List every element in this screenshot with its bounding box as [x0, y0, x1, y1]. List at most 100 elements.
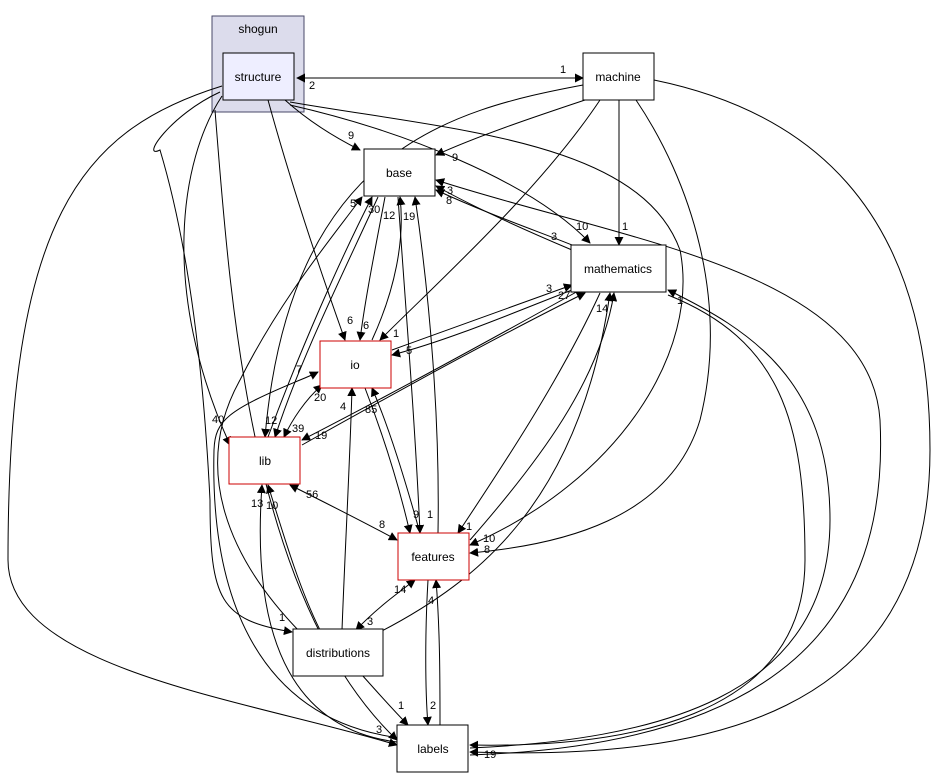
edge-label: 2	[309, 80, 315, 92]
edge-label: 10	[483, 533, 495, 545]
edge-label: 1	[393, 328, 399, 340]
edge-label: 3	[546, 283, 552, 295]
edge-structure-lib	[183, 95, 231, 446]
edge-machine-lib	[261, 84, 584, 438]
node-label: structure	[235, 70, 282, 84]
edge-label: 56	[306, 489, 318, 501]
edge-features-labels	[422, 579, 432, 726]
edge-labels-mathematics	[469, 289, 831, 749]
node-features[interactable]: features	[397, 532, 470, 581]
edge-io-base	[371, 196, 406, 341]
edge-label: 10	[576, 221, 588, 233]
node-machine[interactable]: machine	[582, 52, 655, 101]
edge-label: 1	[427, 509, 433, 521]
edge-label: 14	[596, 303, 608, 315]
edge-label: 6	[363, 320, 369, 332]
edge-label: 39	[292, 423, 304, 435]
node-io[interactable]: io	[319, 340, 392, 389]
node-label: labels	[417, 742, 448, 756]
node-label: distributions	[306, 646, 370, 660]
edge-labels-features	[432, 579, 442, 726]
node-mathematics[interactable]: mathematics	[570, 244, 667, 293]
edge-label: 40	[212, 414, 224, 426]
edge-labels-lib	[256, 484, 398, 743]
node-label: features	[411, 550, 454, 564]
edge-label: 9	[348, 130, 354, 142]
edge-label: 13	[251, 498, 263, 510]
edge-label: 8	[379, 519, 385, 531]
edge-base-lib	[273, 196, 379, 438]
edge-features-base	[411, 196, 439, 534]
edge-mathematics-features	[457, 292, 601, 534]
edge-base-mathematics	[435, 189, 573, 246]
edge-label: 8	[484, 544, 490, 556]
edge-label: 3	[376, 724, 382, 736]
edge-machine-features	[469, 99, 711, 557]
edge-structure-io	[267, 99, 347, 341]
edge-base-io	[356, 196, 386, 341]
edge-machine-labels	[469, 79, 931, 757]
edge-label: 9	[413, 509, 419, 521]
edge-label: 1	[279, 612, 285, 624]
edge-label: 85	[365, 404, 377, 416]
edge-structure-distributions	[153, 91, 293, 636]
edge-mathematics-labels	[469, 294, 806, 750]
edge-label: 8	[446, 195, 452, 207]
edge-label: 1	[622, 221, 628, 233]
node-label: io	[350, 358, 360, 372]
node-structure[interactable]: structure	[222, 52, 295, 101]
edge-label: 19	[403, 211, 415, 223]
edge-structure-features	[289, 101, 684, 546]
edge-label: 5	[406, 345, 412, 357]
node-lib[interactable]: lib	[228, 436, 301, 485]
edge-structure-mathematics	[289, 104, 591, 244]
node-distributions[interactable]: distributions	[292, 628, 384, 677]
edge-label: 2	[430, 700, 436, 712]
edge-distributions-io	[341, 387, 357, 631]
edge-features-io	[371, 387, 421, 534]
edge-features-mathematics	[469, 292, 618, 541]
edge-distributions-labels	[361, 674, 409, 726]
edge-io-lib	[283, 384, 323, 438]
edge-distributions-lib	[266, 484, 321, 631]
node-label: lib	[259, 454, 271, 468]
edge-distributions-base	[217, 196, 363, 633]
edge-lib-mathematics	[301, 292, 586, 446]
edge-label: 1	[560, 64, 566, 76]
edge-mathematics-base	[435, 185, 573, 251]
node-label: machine	[595, 70, 641, 84]
edge-label: 3	[447, 185, 453, 197]
edge-label: 3	[551, 231, 557, 243]
node-label: mathematics	[584, 262, 652, 276]
cluster-label: shogun	[238, 22, 277, 36]
edge-base-labels	[435, 178, 882, 756]
edge-distributions-mathematics	[379, 292, 614, 633]
edge-label: 1	[398, 700, 404, 712]
edge-mathematics-lib	[301, 289, 581, 441]
node-base[interactable]: base	[363, 148, 436, 197]
edge-base-features	[397, 196, 425, 534]
node-labels[interactable]: labels	[396, 724, 469, 773]
edge-label: 10	[266, 500, 278, 512]
edge-labels-lib-2	[213, 371, 401, 739]
node-label: base	[386, 166, 412, 180]
edge-label: 9	[452, 152, 458, 164]
edge-label: 5	[350, 198, 356, 210]
edge-label: 14	[394, 584, 406, 596]
edge-labels: 2 1 9 9 1 10 3 6 6 1 5 30 12 19 3 8 3 27…	[212, 64, 683, 761]
edge-label: 12	[265, 415, 277, 427]
edge-mathematics-io	[391, 289, 573, 358]
edge-io-features	[364, 387, 413, 534]
edge-label: 27	[558, 290, 570, 302]
edge-io-mathematics	[391, 283, 573, 351]
edge-label: 19	[484, 749, 496, 761]
edge-label: 12	[383, 210, 395, 222]
edge-label: 6	[347, 315, 353, 327]
edge-label: 4	[340, 401, 346, 413]
edge-lib-features	[289, 484, 398, 541]
edge-distributions-features	[355, 579, 416, 631]
edge-label: 4	[428, 595, 434, 607]
edge-label: 7	[296, 364, 302, 376]
edge-label: 1	[677, 295, 683, 307]
